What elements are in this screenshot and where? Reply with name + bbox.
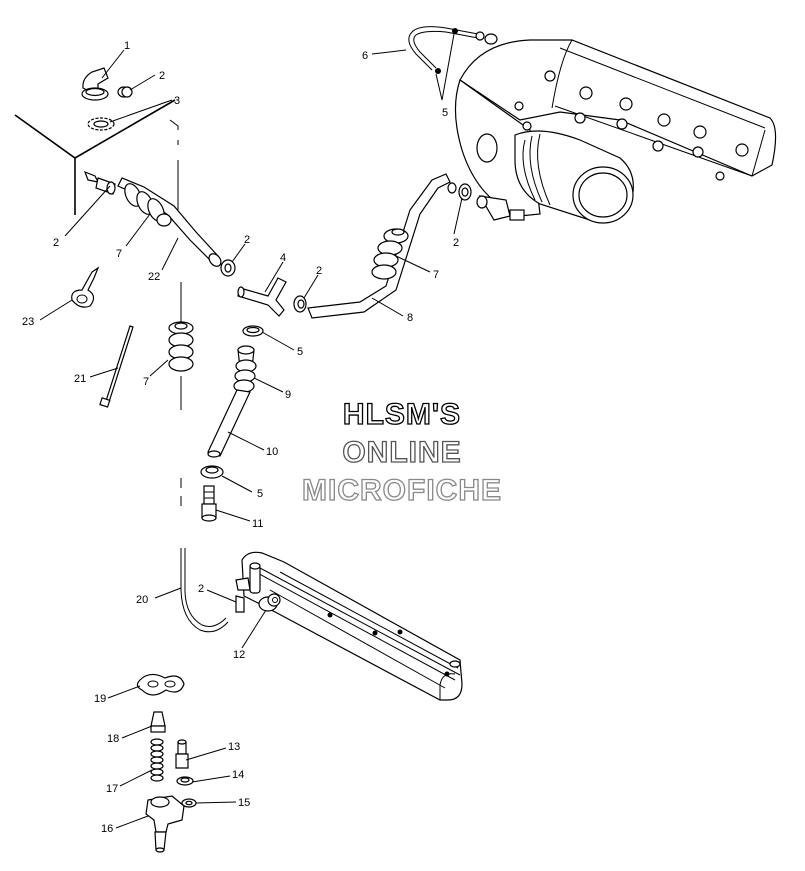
clamp-9-part xyxy=(233,345,257,393)
throttle-bore-part xyxy=(514,130,634,224)
label-7b: 7 xyxy=(143,376,149,388)
label-11: 11 xyxy=(252,518,263,530)
tank-outline xyxy=(14,99,179,215)
throttle-outlet-part xyxy=(476,195,525,221)
fuel-rail-inlet-part xyxy=(235,562,261,613)
label-2a: 2 xyxy=(159,70,165,82)
watermark: HLSM'S ONLINE MICROFICHE xyxy=(301,397,502,507)
label-15: 15 xyxy=(238,797,250,809)
label-10: 10 xyxy=(266,446,278,458)
label-2d: 2 xyxy=(316,265,322,277)
throttle-body-part xyxy=(454,39,777,217)
fitting-12-part xyxy=(258,593,281,612)
hose-20-part xyxy=(180,548,229,633)
spring-17-part xyxy=(150,738,164,782)
label-9: 9 xyxy=(285,389,291,401)
star-washer-part xyxy=(87,117,115,131)
label-14: 14 xyxy=(232,769,244,781)
label-22: 22 xyxy=(148,271,160,283)
clamp-7-upper-part xyxy=(124,183,172,227)
label-13: 13 xyxy=(228,741,240,753)
cap-part xyxy=(117,86,133,98)
nozzle-fitting-part xyxy=(83,170,116,195)
t-fitting-4-part xyxy=(237,277,287,317)
fitting-11-part xyxy=(201,485,217,522)
clip-23-part xyxy=(71,266,100,308)
grommet-part xyxy=(220,259,236,277)
label-21: 21 xyxy=(74,373,86,385)
watermark-line-1: HLSM'S xyxy=(343,398,461,431)
watermark-line-3: MICROFICHE xyxy=(302,474,502,507)
label-2b: 2 xyxy=(53,237,59,249)
label-6: 6 xyxy=(362,50,368,62)
part-labels: 1 2 3 2 7 22 2 4 2 23 7 21 5 9 10 5 11 6… xyxy=(22,40,459,835)
label-23: 23 xyxy=(22,316,34,328)
tie-strap-21-part xyxy=(99,325,134,408)
nipple-13-part xyxy=(175,739,189,769)
label-2c: 2 xyxy=(244,234,250,246)
hose-6-part xyxy=(408,26,498,74)
label-7c: 7 xyxy=(433,269,439,281)
label-20: 20 xyxy=(136,594,148,606)
grommet-part-2 xyxy=(293,295,307,313)
gasket-19-part xyxy=(136,673,185,696)
label-7a: 7 xyxy=(116,248,122,260)
label-1: 1 xyxy=(124,40,130,52)
label-5c: 5 xyxy=(442,107,448,119)
label-2e: 2 xyxy=(453,237,459,249)
pin-18-part xyxy=(150,711,166,733)
washer-5-lower-part xyxy=(200,465,224,479)
label-4: 4 xyxy=(280,252,286,264)
clamp-7-right-part xyxy=(371,228,409,280)
clamp-7-middle-part xyxy=(168,321,194,372)
label-16: 16 xyxy=(101,823,113,835)
elbow-fitting-part xyxy=(81,67,109,101)
leader-lines xyxy=(39,33,463,829)
label-5a: 5 xyxy=(297,346,303,358)
label-19: 19 xyxy=(94,693,106,705)
label-17: 17 xyxy=(106,783,118,795)
hose-8-part xyxy=(307,173,451,319)
label-2f: 2 xyxy=(198,583,204,595)
label-8: 8 xyxy=(407,312,413,324)
label-12: 12 xyxy=(233,649,245,661)
washer-5-upper-part xyxy=(242,325,264,337)
watermark-line-2: ONLINE xyxy=(342,436,461,469)
body-16-part xyxy=(145,795,185,853)
fuel-rail-part xyxy=(241,551,463,701)
o-ring-14-part xyxy=(176,776,194,786)
hose-10-part xyxy=(207,389,251,458)
label-18: 18 xyxy=(107,733,119,745)
label-3: 3 xyxy=(174,95,180,107)
grommet-part-3 xyxy=(447,182,472,201)
label-5b: 5 xyxy=(257,488,263,500)
